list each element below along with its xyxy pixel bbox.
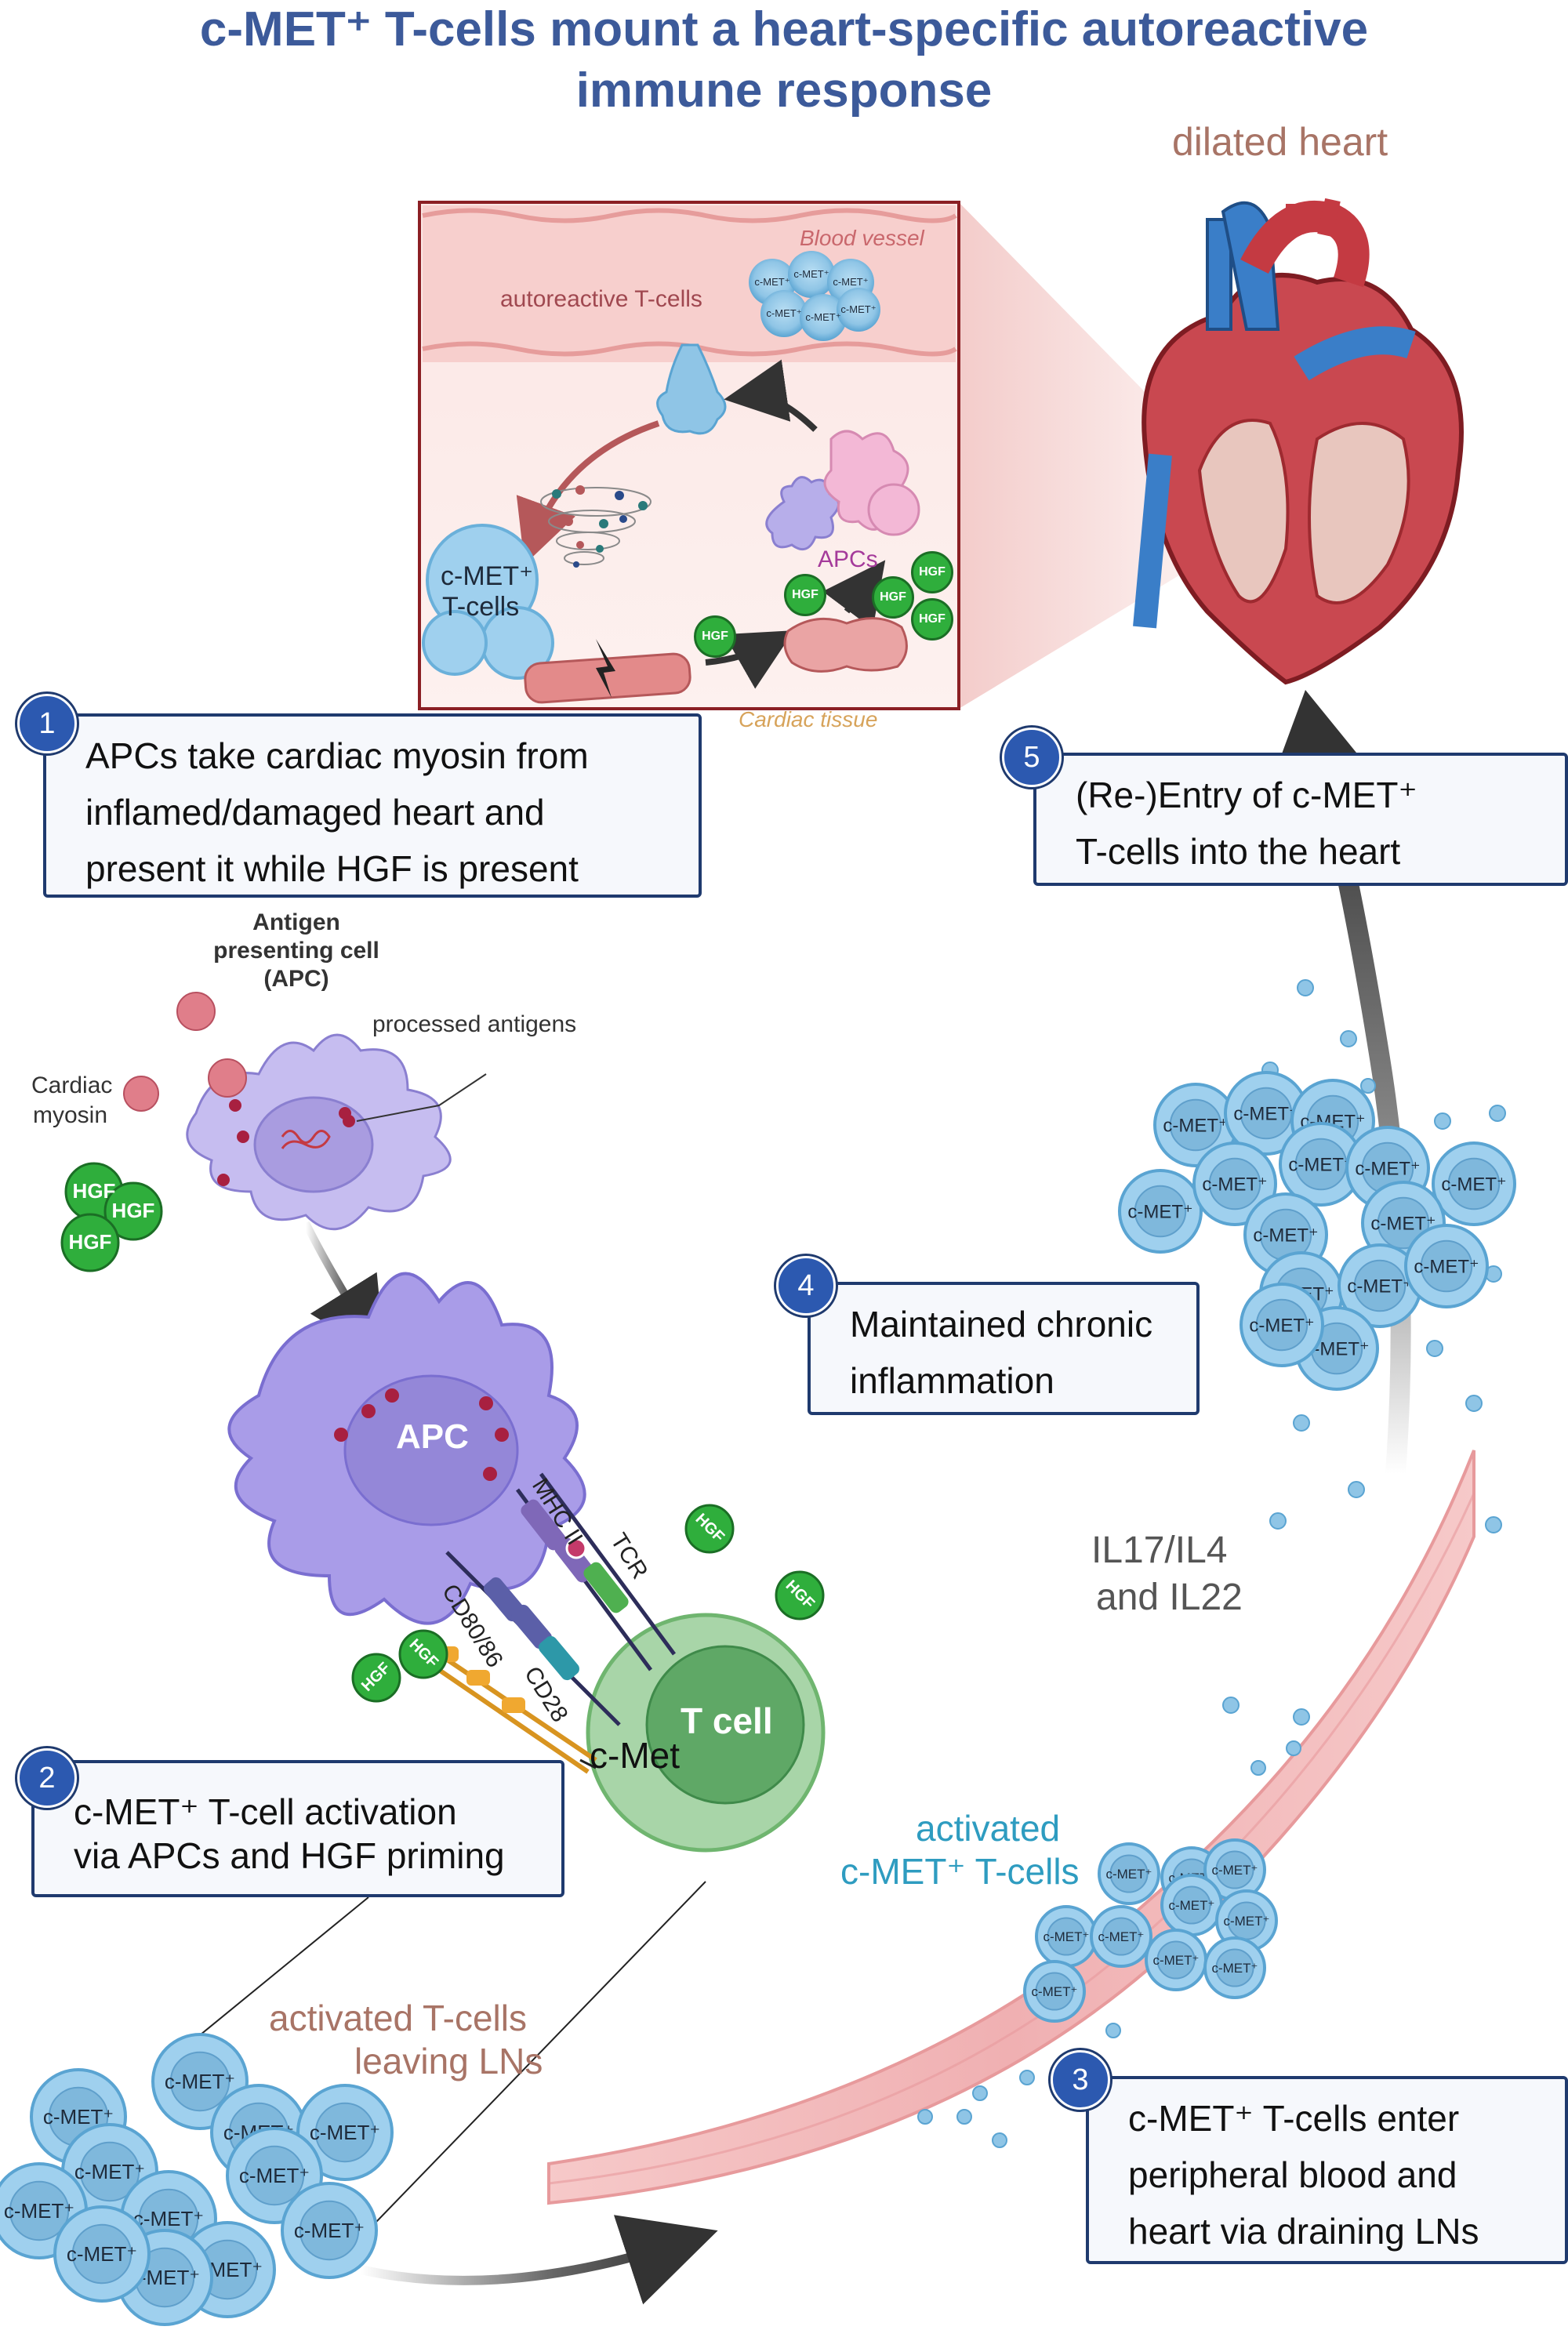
inset-panel [418, 201, 960, 710]
synapse-hgf-label-3: HGF [358, 1659, 394, 1695]
apc-hgf-label-3: HGF [68, 1230, 112, 1254]
step-3-line-3: heart via draining LNs [1128, 2211, 1479, 2252]
cardiac-myosin-blobs [123, 992, 247, 1112]
step-1-line-3: present it while HGF is present [85, 848, 579, 889]
step-4-number: 4 [776, 1256, 836, 1316]
step-3-line-2: peripheral blood and [1128, 2154, 1457, 2195]
step-1-box: APCs take cardiac myosin from inflamed/d… [43, 713, 702, 898]
inset-hgf-badge-4: HGF [911, 551, 953, 593]
step-2-line-2: via APCs and HGF priming [74, 1835, 505, 1876]
step-3-box: c-MET⁺ T-cells enter peripheral blood an… [1086, 2076, 1568, 2264]
leaving-ln-line2: leaving LNs [354, 2041, 543, 2081]
step-1-number: 1 [17, 694, 77, 753]
myosin-label-line2: myosin [33, 1102, 108, 1128]
blood-vessel-label: Blood vessel [800, 226, 924, 250]
cd28-label: CD28 [519, 1662, 573, 1727]
cytokine-swirl [540, 487, 652, 565]
cmet-receptor-label: c-Met [590, 1735, 680, 1776]
step-1-line-1: APCs take cardiac myosin from [85, 735, 589, 776]
tcell-synapse [586, 1613, 826, 1853]
inset-cell-label: c-MET⁺ [793, 268, 829, 280]
inset-hgf-badge-2: HGF [784, 574, 826, 616]
synapse-hgf-label-4: HGF [405, 1635, 442, 1671]
step-2-number: 2 [17, 1748, 77, 1808]
inset-cell-label: c-MET⁺ [766, 307, 802, 319]
inset-cell-label: c-MET⁺ [754, 276, 790, 288]
inset-hgf-badge-1: HGF [694, 615, 736, 658]
inset-hgf-badge-3: HGF [872, 576, 914, 619]
apc-hgf-label-2: HGF [111, 1199, 155, 1222]
step-5-number: 5 [1002, 728, 1062, 787]
inset-cmet-line1: c-MET⁺ [441, 561, 534, 591]
myosin-label-line1: Cardiac [31, 1072, 113, 1098]
hgf-circles [60, 1162, 825, 1703]
mhc-label: MHC II [527, 1474, 588, 1550]
synapse-hgf-label-1: HGF [691, 1510, 728, 1546]
step-2-box: c-MET⁺ T-cell activation via APCs and HG… [31, 1760, 564, 1897]
vessel-cell-cluster [749, 251, 880, 341]
step-5-box: (Re-)Entry of c-MET⁺ T-cells into the he… [1033, 753, 1568, 886]
step-5-line-2: T-cells into the heart [1076, 831, 1401, 872]
inset-hgf-badge-5: HGF [911, 598, 953, 641]
leaving-ln-line1: activated T-cells [269, 1998, 527, 2038]
apc-title-line3: (APC) [263, 966, 329, 992]
apc-title-line2: presenting cell [213, 938, 379, 964]
inset-cell-label: c-MET⁺ [833, 276, 869, 288]
inset-apc-purple [765, 476, 840, 551]
inset-cell-label: c-MET⁺ [840, 303, 877, 315]
reentry-arrowhead [1278, 690, 1356, 764]
heart-illustration [1133, 198, 1464, 685]
step-1-line-2: inflamed/damaged heart and [85, 792, 545, 833]
damaged-tissue [783, 617, 908, 673]
activated-cmet-line1: activated [916, 1808, 1061, 1849]
cytokine-dots [552, 485, 648, 568]
cd80-label: CD80/86 [437, 1580, 508, 1672]
heart-label: dilated heart [1172, 120, 1388, 164]
cytokines-line2: and IL22 [1096, 1577, 1243, 1618]
inset-tcell-cluster [422, 524, 554, 680]
step-5-line-1: (Re-)Entry of c-MET⁺ [1076, 775, 1417, 815]
apc-title-line1: Antigen [252, 909, 340, 935]
apc-synapse [227, 1272, 586, 1625]
inset-cell-label: c-MET⁺ [805, 311, 841, 323]
receptors [435, 1472, 677, 1774]
synapse-hgf-label-2: HGF [782, 1577, 818, 1613]
cytokines-line1: IL17/IL4 [1091, 1530, 1228, 1571]
step-4-line-1: Maintained chronic [850, 1304, 1153, 1345]
step-2-line-1: c-MET⁺ T-cell activation [74, 1791, 457, 1832]
step-3-number: 3 [1051, 2050, 1110, 2110]
step-3-line-1: c-MET⁺ T-cells enter [1128, 2098, 1460, 2139]
inset-apcs-label: APCs [818, 546, 878, 572]
apc-upper [186, 1033, 487, 1231]
figure-title-line2: immune response [575, 64, 993, 118]
cardiac-tissue-label: Cardiac tissue [739, 707, 878, 731]
inset-cmet-line2: T-cells [442, 592, 520, 622]
activated-cmet-line2: c-MET⁺ T-cells [840, 1851, 1080, 1892]
figure-title-line1: c-MET⁺ T-cells mount a heart-specific au… [199, 2, 1369, 56]
blood-vessel-arc [547, 1450, 1475, 2205]
synapse-tcell-label: T cell [681, 1700, 773, 1741]
synapse-apc-label: APC [396, 1417, 469, 1456]
apc-hgf-label-1: HGF [72, 1179, 116, 1203]
processed-antigens-label: processed antigens [372, 1011, 577, 1037]
step-4-box: Maintained chronic inflammation [808, 1282, 1200, 1415]
step-4-line-2: inflammation [850, 1360, 1054, 1401]
tcr-label: TCR [605, 1529, 653, 1584]
autoreactive-label: autoreactive T-cells [500, 286, 702, 312]
